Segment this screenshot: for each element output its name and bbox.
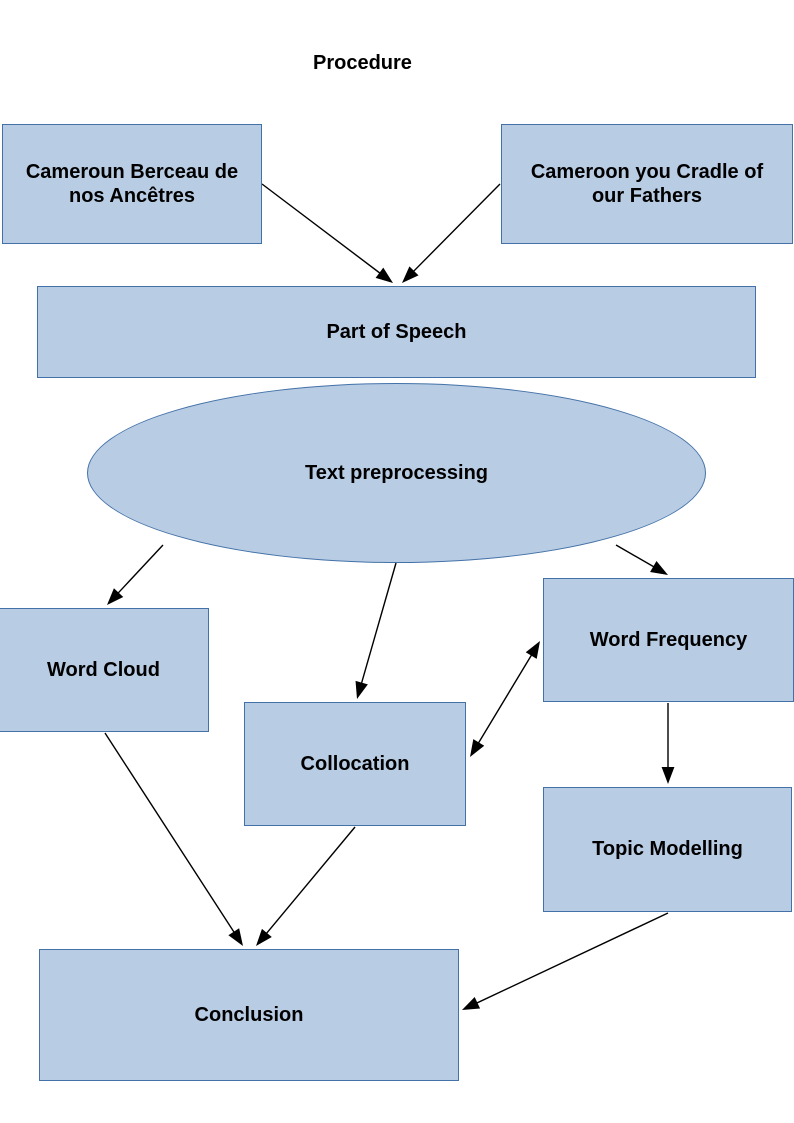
- edge-source-en-to-pos-line: [409, 183, 501, 276]
- edge-collocation-wordfrequency-bidirectional-arrowhead-start: [470, 739, 485, 757]
- edge-preprocessing-to-collocation: [355, 562, 397, 699]
- edge-collocation-to-conclusion-line: [262, 826, 356, 938]
- text-preprocessing: Text preprocessing: [87, 383, 706, 563]
- edge-topicmodelling-to-conclusion-arrowhead-end: [462, 996, 481, 1010]
- word-frequency-label: Word Frequency: [589, 628, 748, 651]
- edge-preprocessing-to-wordfrequency-line: [615, 544, 659, 571]
- source-text-french: Cameroun Berceau de nos Ancêtres: [2, 124, 262, 244]
- edge-preprocessing-to-wordfrequency-arrowhead-end: [650, 560, 668, 575]
- edge-preprocessing-to-wordcloud: [107, 544, 164, 605]
- word-frequency: Word Frequency: [543, 578, 794, 702]
- page-title: Procedure: [313, 52, 412, 74]
- edge-source-fr-to-pos-line: [261, 183, 385, 277]
- edge-wordcloud-to-conclusion: [104, 732, 243, 946]
- part-of-speech: Part of Speech: [37, 286, 756, 378]
- edge-wordcloud-to-conclusion-arrowhead-end: [228, 928, 243, 946]
- word-cloud: Word Cloud: [0, 608, 209, 732]
- edge-source-fr-to-pos-arrowhead-end: [375, 267, 393, 283]
- collocation: Collocation: [244, 702, 466, 826]
- edge-preprocessing-to-wordfrequency: [615, 544, 668, 575]
- edge-collocation-wordfrequency-bidirectional-line: [475, 650, 535, 748]
- edge-topicmodelling-to-conclusion-line: [471, 912, 669, 1006]
- edge-topicmodelling-to-conclusion: [462, 912, 669, 1010]
- source-text-english: Cameroon you Cradle of our Fathers: [501, 124, 793, 244]
- edge-collocation-to-conclusion-arrowhead-end: [256, 928, 272, 946]
- edge-collocation-wordfrequency-bidirectional: [470, 641, 540, 757]
- edge-preprocessing-to-collocation-line: [359, 562, 397, 689]
- edge-collocation-wordfrequency-bidirectional-arrowhead-end: [525, 641, 540, 659]
- edge-wordcloud-to-conclusion-line: [104, 732, 238, 938]
- conclusion-label: Conclusion: [194, 1003, 304, 1026]
- edge-source-en-to-pos: [402, 183, 501, 283]
- edge-preprocessing-to-collocation-arrowhead-end: [355, 680, 368, 699]
- edge-preprocessing-to-wordcloud-arrowhead-end: [107, 588, 124, 605]
- edge-source-en-to-pos-arrowhead-end: [402, 266, 419, 283]
- edge-wordfrequency-to-topicmodelling: [661, 703, 675, 784]
- edge-collocation-to-conclusion: [256, 826, 356, 946]
- edge-source-fr-to-pos: [261, 183, 393, 283]
- text-preprocessing-label: Text preprocessing: [304, 461, 489, 484]
- source-text-english-label: Cameroon you Cradle of our Fathers: [530, 160, 764, 207]
- part-of-speech-label: Part of Speech: [326, 320, 467, 343]
- source-text-french-label: Cameroun Berceau de nos Ancêtres: [25, 160, 239, 207]
- word-cloud-label: Word Cloud: [47, 658, 160, 681]
- edge-wordfrequency-to-topicmodelling-arrowhead-end: [661, 767, 675, 784]
- conclusion: Conclusion: [39, 949, 459, 1081]
- topic-modelling-label: Topic Modelling: [592, 838, 743, 861]
- collocation-label: Collocation: [300, 752, 410, 775]
- topic-modelling: Topic Modelling: [543, 787, 792, 912]
- edge-preprocessing-to-wordcloud-line: [113, 544, 164, 598]
